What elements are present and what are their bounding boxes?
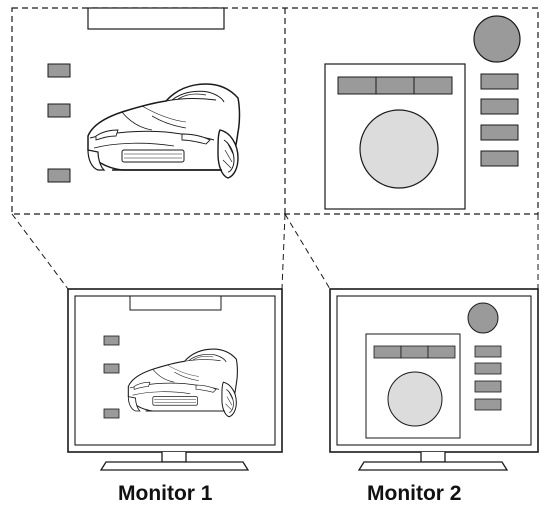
- zoomed-view: [11, 7, 539, 215]
- window-tab-3: [427, 345, 456, 359]
- monitor-1-neck: [161, 452, 187, 463]
- monitor-2: [329, 288, 539, 471]
- side-button-2: [480, 98, 519, 115]
- monitor-1: [67, 288, 283, 471]
- window-tab-3: [413, 76, 453, 95]
- window-tab-2: [400, 345, 429, 359]
- projection-line: [281, 213, 286, 290]
- monitor-2-base: [357, 461, 509, 471]
- side-button-4: [474, 398, 502, 411]
- side-button-2: [103, 363, 120, 374]
- side-button-1: [103, 335, 120, 346]
- projection-line: [11, 213, 69, 290]
- side-button-2: [47, 103, 71, 118]
- sports-car-icon: [87, 83, 241, 179]
- side-button-1: [47, 63, 71, 78]
- side-button-3: [480, 124, 519, 141]
- title-bar: [87, 7, 225, 30]
- window-tab-1: [373, 345, 402, 359]
- round-dial: [387, 371, 443, 427]
- title-bar: [129, 295, 222, 311]
- side-button-3: [47, 168, 71, 183]
- zoomed-view-boundary: [11, 7, 539, 215]
- projection-lines: [11, 213, 539, 290]
- side-button-3: [474, 380, 502, 393]
- round-indicator: [473, 15, 521, 63]
- side-button-1: [480, 73, 519, 90]
- monitor-2-neck: [420, 452, 446, 463]
- side-button-1: [474, 345, 502, 358]
- window-tab-1: [337, 76, 377, 95]
- monitor-1-base: [99, 461, 250, 471]
- window-tab-2: [375, 76, 415, 95]
- round-indicator: [467, 302, 499, 334]
- side-button-4: [480, 150, 519, 167]
- side-button-2: [474, 362, 502, 375]
- monitor-2-label: Monitor 2: [367, 482, 462, 505]
- projection-line: [284, 213, 331, 290]
- zoomed-monitor-2-content: [324, 15, 521, 210]
- round-dial: [359, 109, 439, 189]
- side-button-3: [103, 408, 120, 419]
- zoomed-monitor-1-content: [47, 7, 241, 183]
- monitor-1-label: Monitor 1: [118, 482, 213, 505]
